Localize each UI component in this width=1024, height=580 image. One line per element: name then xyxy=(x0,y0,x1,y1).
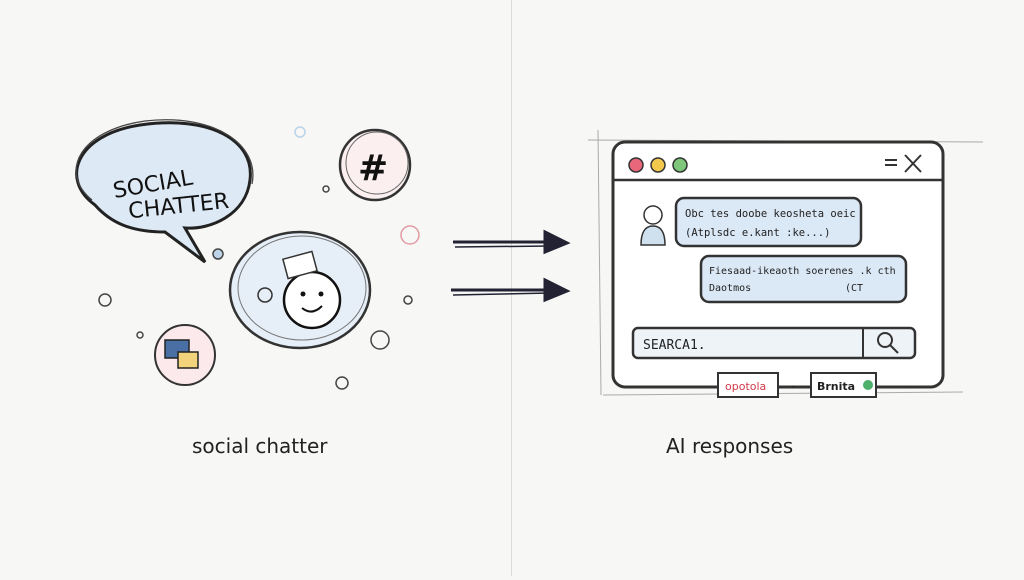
close-icon[interactable] xyxy=(904,154,922,173)
left-caption: social chatter xyxy=(192,434,328,458)
message2-line1: Fiesaad-ikeaoth soerenes .k cth xyxy=(709,266,896,277)
media-cards-icon xyxy=(154,324,216,386)
message1-line1: Obc tes doobe keosheta oeic xyxy=(685,208,856,220)
window-close-dot[interactable] xyxy=(628,157,644,173)
panel-divider xyxy=(511,0,512,576)
hashtag-symbol: # xyxy=(358,148,388,189)
message1-line2: (Atplsdc e.kant :ke...) xyxy=(685,227,830,239)
message2-line2: Daotmos xyxy=(709,283,751,294)
right-caption: AI responses xyxy=(666,434,794,458)
social-chatter-illustration: SOCIAL CHATTER # xyxy=(75,119,420,390)
speech-bubble-icon: SOCIAL CHATTER xyxy=(75,119,254,264)
minimize-icon[interactable] xyxy=(885,159,897,166)
bot-avatar-icon xyxy=(640,205,666,246)
message2-tag: (CT xyxy=(845,283,863,294)
brand-badge-2: Brnita xyxy=(810,372,877,398)
social-chatter-panel: SOCIAL CHATTER # xyxy=(0,0,511,576)
decorative-bubbles xyxy=(98,126,420,390)
badge1-text: opotola xyxy=(725,380,766,393)
arrows xyxy=(451,229,571,303)
window-minimize-dot[interactable] xyxy=(650,157,666,173)
ai-responses-panel: Obc tes doobe keosheta oeic (Atplsdc e.k… xyxy=(513,0,1024,576)
smiley-face-icon xyxy=(228,230,372,350)
search-bar[interactable]: SEARCA1. xyxy=(631,326,917,360)
message-bubble-2: Fiesaad-ikeaoth soerenes .k cth Daotmos … xyxy=(699,254,908,304)
hashtag-icon: # xyxy=(338,128,412,202)
window-maximize-dot[interactable] xyxy=(672,157,688,173)
brand-badge-1: opotola xyxy=(717,372,779,398)
badge2-text: Brnita xyxy=(817,380,855,393)
message-bubble-1: Obc tes doobe keosheta oeic (Atplsdc e.k… xyxy=(674,196,863,248)
badge-separator: - xyxy=(791,379,795,393)
arrow-right-icon xyxy=(451,277,571,303)
search-input[interactable]: SEARCA1. xyxy=(643,338,706,353)
arrow-right-icon xyxy=(453,229,571,255)
chat-window-illustration: Obc tes doobe keosheta oeic (Atplsdc e.k… xyxy=(587,129,984,398)
search-icon[interactable] xyxy=(877,332,899,354)
